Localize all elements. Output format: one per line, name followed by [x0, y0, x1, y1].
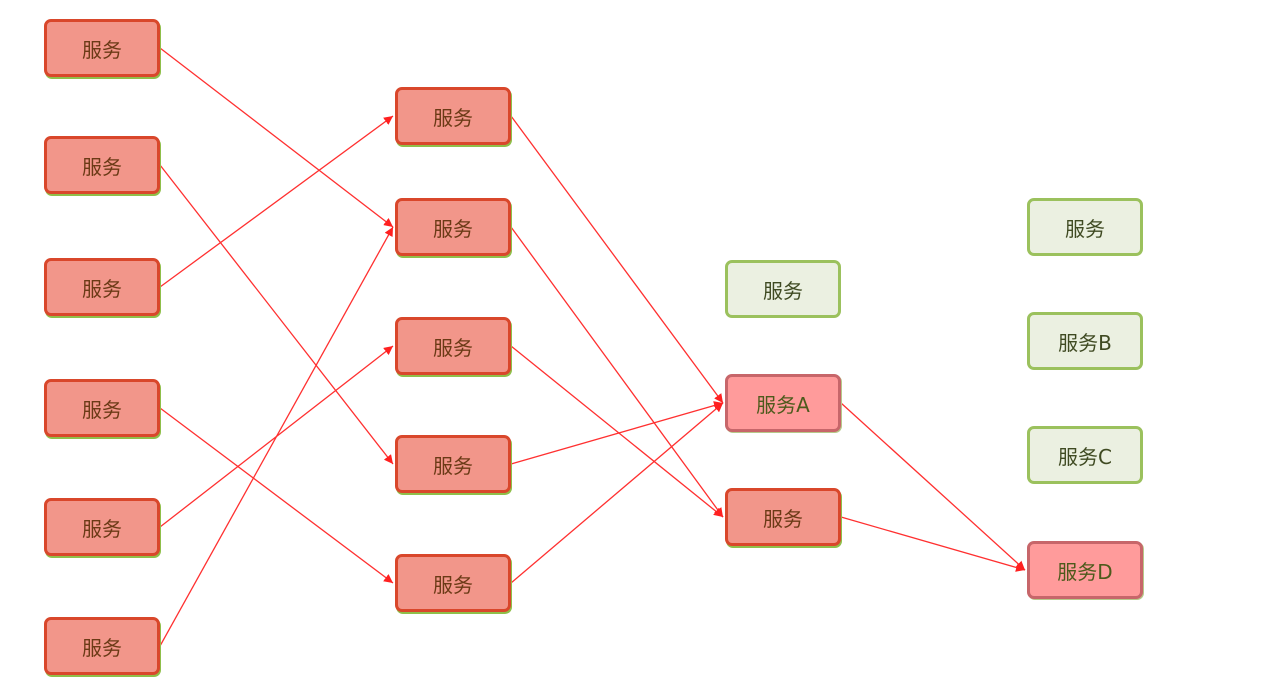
service-node: 服务 — [44, 19, 160, 77]
node-label: 服务 — [82, 37, 122, 62]
node-label: 服务 — [433, 216, 473, 241]
edge-b5-c1 — [510, 402, 724, 584]
service-node: 服务 — [395, 198, 511, 256]
service-node: 服务 — [395, 435, 511, 493]
edge-b2-c2 — [510, 226, 724, 518]
node-label: 服务 — [82, 276, 122, 301]
node-label: 服务 — [82, 635, 122, 660]
node-label: 服务 — [1065, 216, 1105, 241]
service-node: 服务 — [725, 488, 841, 546]
node-label: 服务 — [433, 335, 473, 360]
node-label: 服务 — [433, 105, 473, 130]
node-label: 服务C — [1058, 444, 1112, 469]
service-node-idle: 服务 — [725, 260, 841, 318]
node-label: 服务 — [433, 572, 473, 597]
node-label: 服务B — [1058, 330, 1112, 355]
service-c-node: 服务C — [1027, 426, 1143, 484]
edge-b4-c1 — [510, 401, 724, 465]
service-node: 服务 — [395, 317, 511, 375]
edge-a4-b5 — [159, 407, 394, 584]
service-node: 服务 — [44, 379, 160, 437]
node-label: 服务 — [82, 154, 122, 179]
service-d-node: 服务D — [1027, 541, 1143, 599]
edge-a6-b2 — [159, 226, 394, 647]
edge-c2-d3 — [840, 516, 1026, 572]
edge-c1-d3 — [840, 402, 1026, 571]
node-label: 服务D — [1057, 559, 1113, 584]
service-node: 服务 — [44, 258, 160, 316]
service-a-node: 服务A — [725, 374, 841, 432]
node-label: 服务 — [763, 278, 803, 303]
node-label: 服务 — [433, 453, 473, 478]
service-node: 服务 — [395, 554, 511, 612]
service-node: 服务 — [44, 617, 160, 675]
edge-b3-c2 — [510, 345, 724, 518]
node-label: 服务 — [763, 506, 803, 531]
node-label: 服务 — [82, 397, 122, 422]
service-node-idle: 服务 — [1027, 198, 1143, 256]
node-label: 服务A — [756, 392, 810, 417]
service-b-node: 服务B — [1027, 312, 1143, 370]
service-node: 服务 — [44, 136, 160, 194]
node-label: 服务 — [82, 516, 122, 541]
edge-a1-b2 — [159, 47, 394, 228]
edge-a3-b1 — [159, 115, 394, 288]
service-node: 服务 — [44, 498, 160, 556]
edge-a2-b4 — [159, 164, 394, 465]
edge-b1-c1 — [510, 115, 724, 404]
service-node: 服务 — [395, 87, 511, 145]
